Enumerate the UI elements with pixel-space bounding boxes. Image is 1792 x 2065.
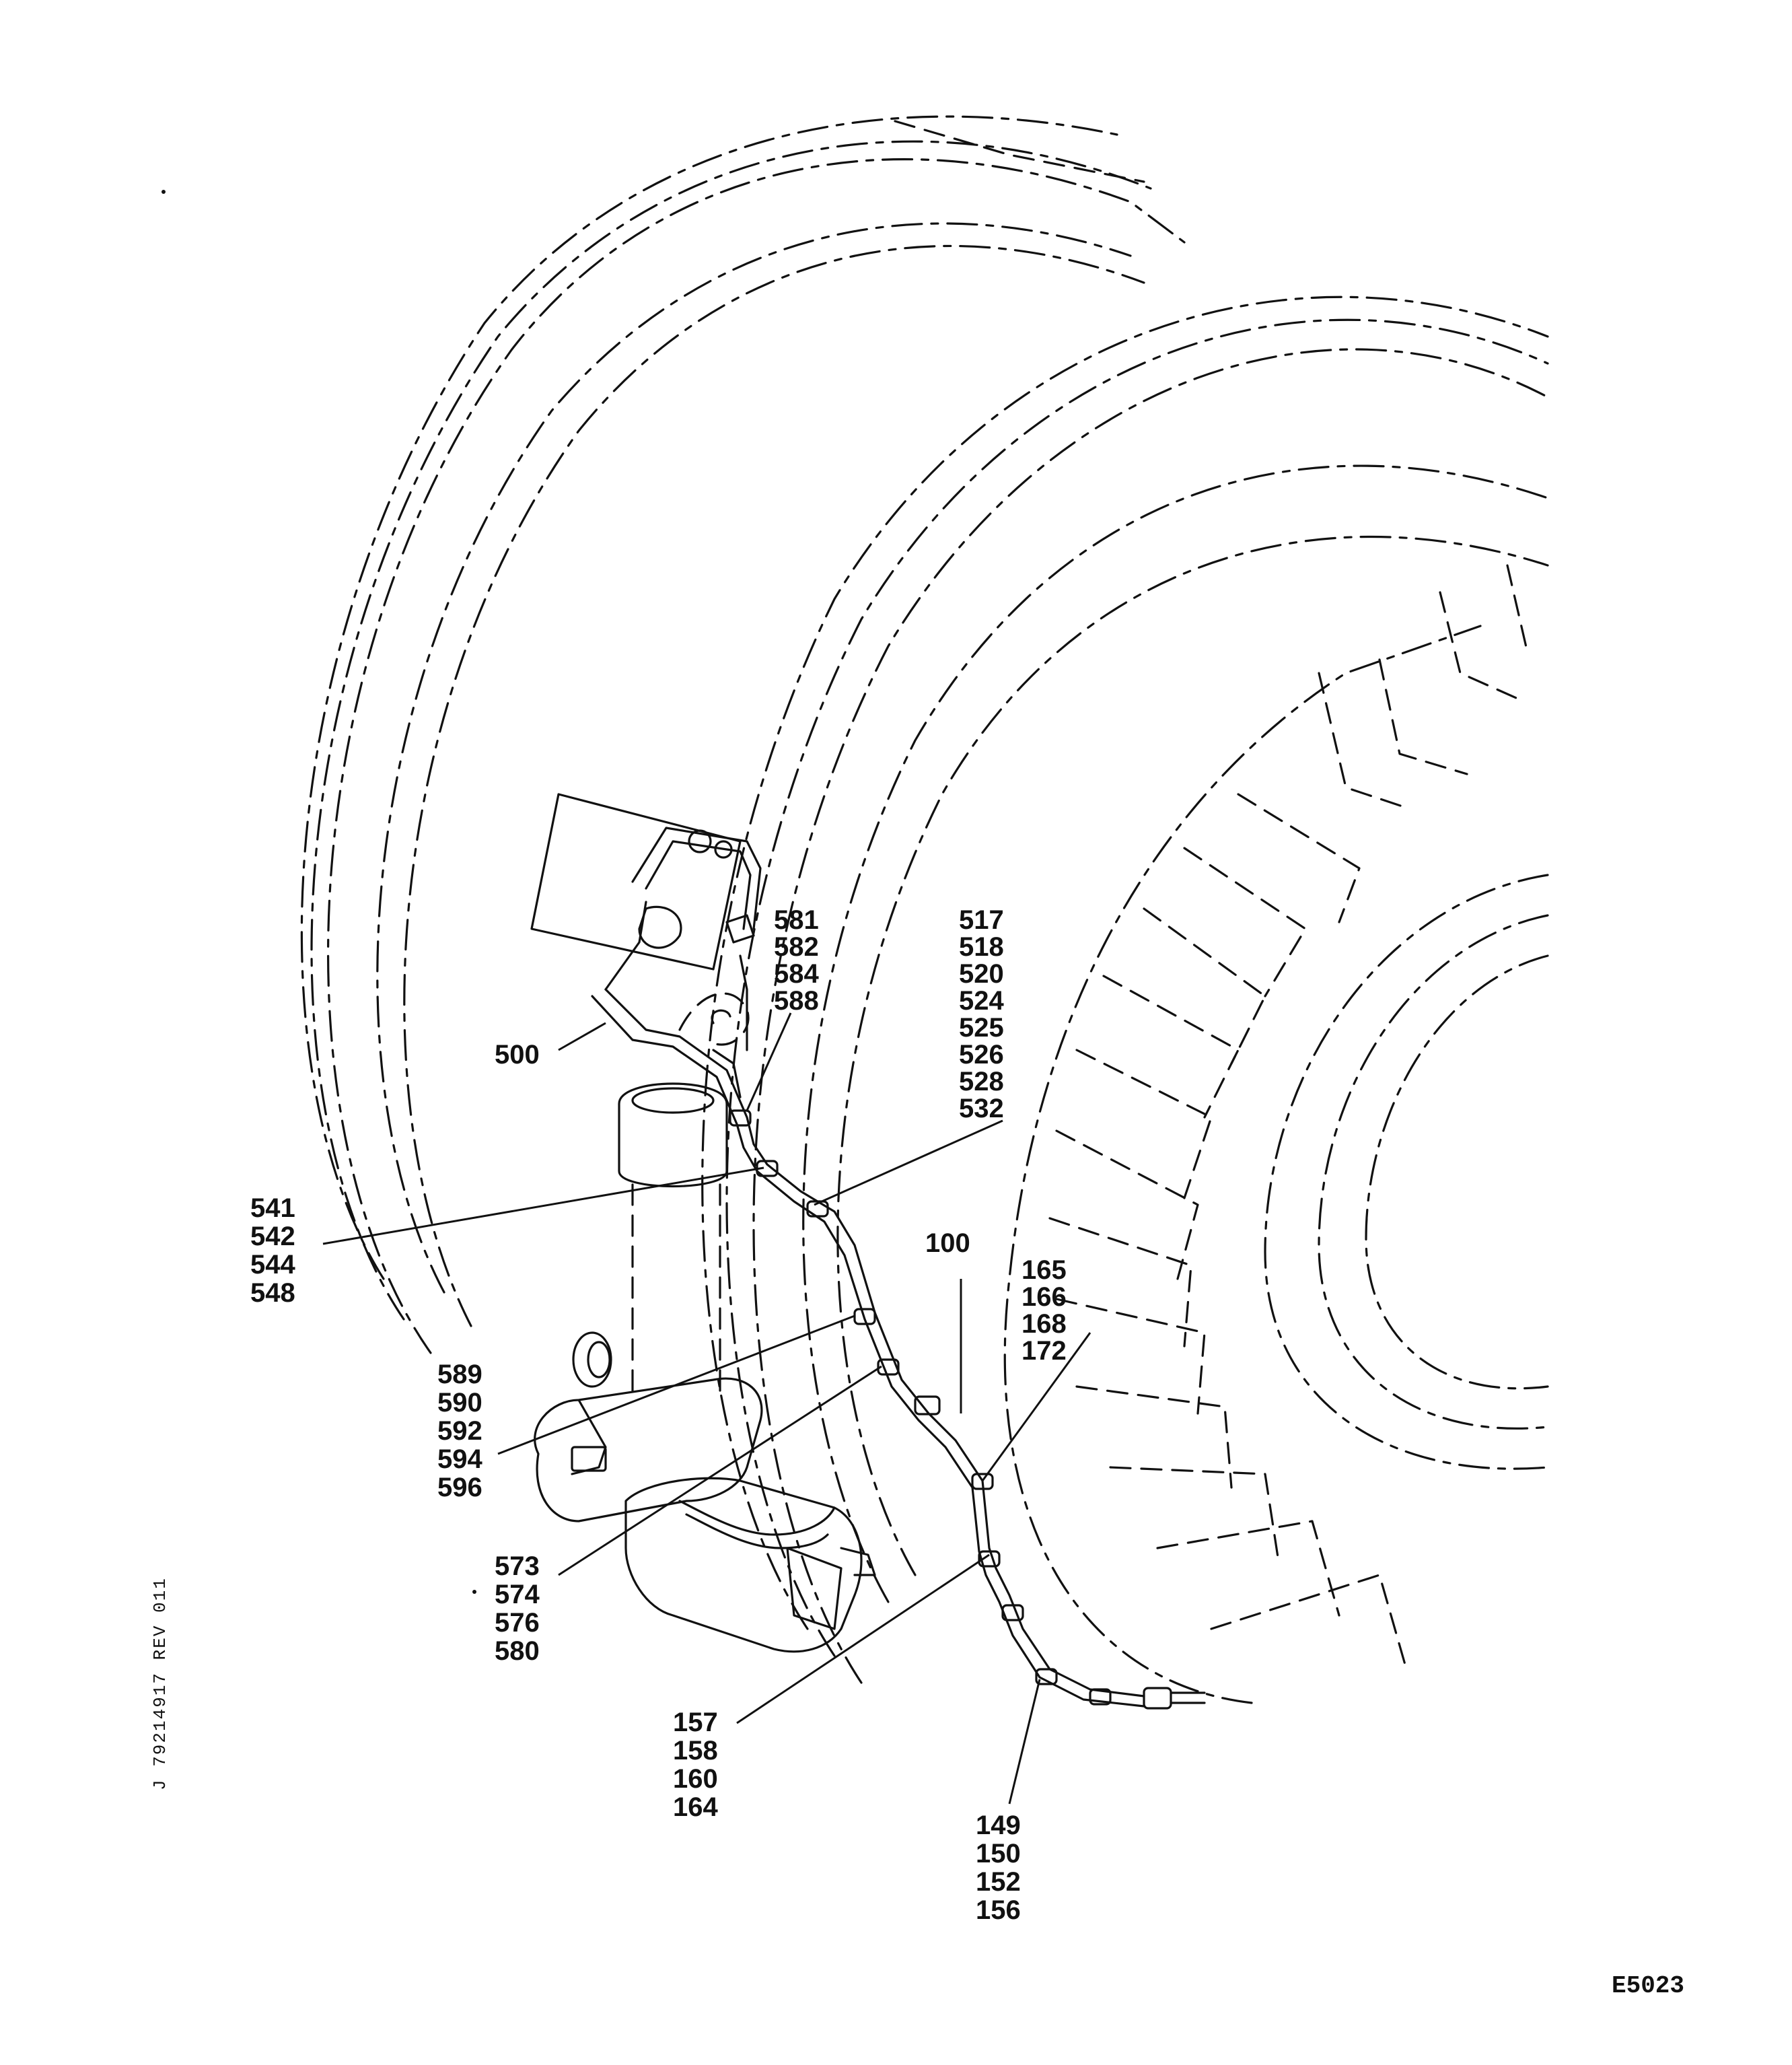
callout-517-group-line-6: 526 [959, 1040, 1004, 1070]
callout-581-group-line-2: 582 [774, 932, 819, 962]
callout-581-group-line-3: 584 [774, 959, 819, 989]
callout-573-group-line-3: 576 [495, 1608, 540, 1638]
callout-589-group-line-1: 589 [437, 1360, 482, 1389]
document-code: J 79214917 REV 011 [150, 1577, 170, 1790]
callout-573-group-line-2: 574 [495, 1580, 540, 1609]
engine-fan-case-outline [300, 115, 1549, 1704]
figure-id: E5023 [1612, 1972, 1684, 2000]
callout-589-group-line-5: 596 [437, 1473, 482, 1502]
callout-517-group-line-7: 528 [959, 1067, 1004, 1096]
callout-517-group-line-4: 524 [959, 986, 1004, 1016]
callout-165-group-line-2: 166 [1022, 1282, 1067, 1312]
callout-165-group-line-3: 168 [1022, 1309, 1067, 1339]
callout-157-group-line-1: 157 [673, 1708, 718, 1737]
callout-labels: 500 581 582 584 588 517 518 520 524 525 … [250, 905, 1067, 1925]
callout-581-group-line-4: 588 [774, 986, 819, 1016]
callout-157-group-line-4: 164 [673, 1792, 718, 1822]
callout-517-group-line-5: 525 [959, 1013, 1004, 1043]
callout-589-group-line-2: 590 [437, 1388, 482, 1418]
callout-517-group-line-8: 532 [959, 1094, 1004, 1123]
callout-157-group-line-3: 160 [673, 1764, 718, 1794]
callout-541-group-line-1: 541 [250, 1193, 295, 1223]
callout-157-group-line-2: 158 [673, 1736, 718, 1765]
callout-589-group-line-3: 592 [437, 1416, 482, 1446]
callout-573-group-line-1: 573 [495, 1551, 540, 1581]
callout-149-group-line-4: 156 [976, 1895, 1021, 1925]
callout-541-group-line-4: 548 [250, 1278, 295, 1308]
callout-517-group-line-1: 517 [959, 905, 1004, 935]
callout-500-line-1: 500 [495, 1040, 540, 1070]
callout-165-group-line-4: 172 [1022, 1336, 1067, 1366]
scan-speck [162, 190, 166, 194]
callout-149-group-line-3: 152 [976, 1867, 1021, 1897]
scan-speck [472, 1590, 476, 1594]
callout-165-group-line-1: 165 [1022, 1255, 1067, 1285]
callout-149-group-line-2: 150 [976, 1839, 1021, 1868]
fan-blades [1048, 564, 1529, 1671]
callout-589-group-line-4: 594 [437, 1444, 482, 1474]
callout-149-group-line-1: 149 [976, 1811, 1021, 1840]
callout-leader-lines [322, 1012, 1091, 1805]
accessory-components [530, 793, 1206, 1710]
callout-100-line-1: 100 [925, 1228, 970, 1258]
callout-541-group-line-2: 542 [250, 1222, 295, 1251]
callout-517-group-line-3: 520 [959, 959, 1004, 989]
callout-573-group-line-4: 580 [495, 1636, 540, 1666]
callout-581-group-line-1: 581 [774, 905, 819, 935]
callout-517-group-line-2: 518 [959, 932, 1004, 962]
callout-541-group-line-3: 544 [250, 1250, 295, 1280]
